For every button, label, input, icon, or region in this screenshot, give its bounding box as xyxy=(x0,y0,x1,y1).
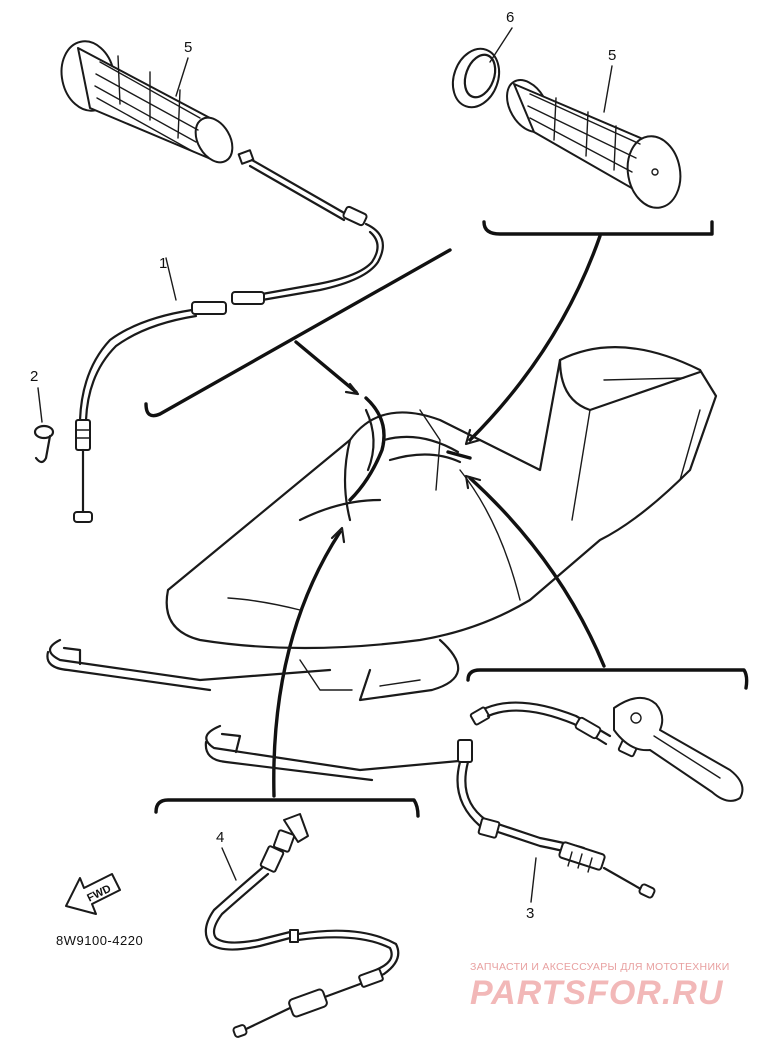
callout-1: 1 xyxy=(159,255,167,272)
pointer-bottom xyxy=(272,530,342,798)
watermark-tagline: ЗАПЧАСТИ И АКСЕССУАРЫ ДЛЯ МОТОТЕХНИКИ xyxy=(470,961,730,973)
throttle-cable[interactable] xyxy=(73,149,384,523)
bracket-right xyxy=(466,668,749,690)
callout-2: 2 xyxy=(30,368,38,385)
snowmobile-silhouette xyxy=(46,346,718,782)
callout-5-right: 5 xyxy=(608,47,616,64)
callout-4: 4 xyxy=(216,829,224,846)
left-handlebar-grip[interactable] xyxy=(55,36,240,168)
bracket-top-right xyxy=(482,220,714,236)
pointer-right xyxy=(468,476,606,668)
pointer-left xyxy=(294,340,358,394)
brake-cable-assembly[interactable] xyxy=(456,701,656,899)
fwd-arrow-icon: FWD xyxy=(65,873,121,915)
choke-cable[interactable] xyxy=(204,813,400,1038)
bracket-bottom xyxy=(154,798,420,818)
brake-lever[interactable] xyxy=(613,697,744,802)
diagram-code: 8W9100-4220 xyxy=(56,933,143,948)
callout-3: 3 xyxy=(526,905,534,922)
right-handlebar-grip[interactable] xyxy=(498,73,685,212)
bracket-left xyxy=(144,248,452,418)
cable-clip[interactable] xyxy=(33,424,55,464)
watermark-brand: PARTSFOR.RU xyxy=(470,974,724,1012)
pointer-top-right xyxy=(468,234,602,442)
callout-6: 6 xyxy=(506,9,514,26)
callout-5-left: 5 xyxy=(184,39,192,56)
grip-collar[interactable] xyxy=(445,42,507,113)
